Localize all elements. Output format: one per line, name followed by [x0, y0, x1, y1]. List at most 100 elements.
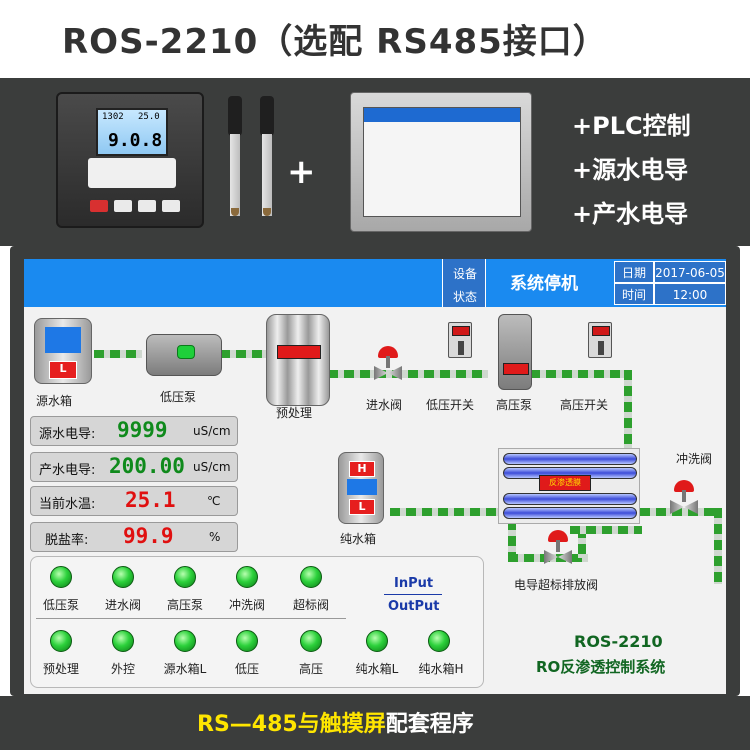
- output-led-high-pump: [174, 566, 196, 588]
- output-led-inlet-valve: [112, 566, 134, 588]
- readout-label: 当前水温:: [39, 497, 96, 512]
- output-label: 低压泵: [42, 598, 79, 612]
- date-label: 日期: [614, 261, 654, 283]
- pipe: [578, 528, 586, 558]
- readout-label: 产水电导:: [39, 463, 96, 478]
- hmi-header: [24, 259, 726, 307]
- tank-low-indicator: L: [349, 499, 375, 515]
- controller-button: [114, 200, 132, 212]
- pure-water-tank: H L: [338, 452, 384, 524]
- product-conductivity-readout: 产水电导: 200.00 uS/cm: [30, 452, 238, 482]
- pipe: [714, 508, 722, 584]
- input-led-pretreatment: [50, 630, 72, 652]
- output-label: 冲洗阀: [228, 598, 265, 612]
- readout-unit: uS/cm: [193, 460, 231, 474]
- inlet-valve: [374, 346, 402, 382]
- touchscreen-preview: [363, 107, 521, 217]
- readout-label: 脱盐率:: [45, 533, 89, 548]
- readout-value: 25.1: [125, 488, 176, 512]
- flush-valve: [670, 480, 698, 516]
- ro-membrane-bank: 反渗透膜: [498, 448, 640, 524]
- high-pressure-pump: [498, 314, 532, 390]
- readout-value: 9999: [117, 418, 168, 442]
- pipe: [328, 370, 488, 378]
- pipe: [530, 370, 630, 378]
- time-value: 12:00: [654, 283, 726, 305]
- lcd-main-value: 9.0.8: [108, 130, 163, 151]
- pipe: [390, 508, 500, 516]
- feature-product-conductivity: +产水电导: [572, 200, 689, 228]
- readout-unit: ℃: [207, 494, 221, 508]
- pretreatment-label: 预处理: [276, 406, 313, 420]
- tank-high-indicator: H: [349, 461, 375, 477]
- source-tank-label: 源水箱: [36, 394, 73, 408]
- device-status-label: 设备 状态: [442, 259, 486, 307]
- pretreatment-alarm: [277, 345, 321, 359]
- plus-sign: +: [287, 152, 316, 192]
- low-pump-label: 低压泵: [160, 390, 197, 404]
- controller-device: 1302 25.0 9.0.8: [56, 92, 204, 228]
- system-model: ROS-2210: [574, 632, 663, 651]
- readout-value: 99.9: [123, 524, 174, 548]
- controller-button: [162, 200, 180, 212]
- caption-rest: 配套程序: [385, 712, 474, 737]
- input-label: 高压: [298, 662, 323, 676]
- ro-membrane-alarm: 反渗透膜: [539, 475, 591, 491]
- low-pressure-pump: [146, 334, 222, 376]
- input-led-source-tank-low: [174, 630, 196, 652]
- pipe: [640, 508, 722, 516]
- ro-tube: [503, 453, 637, 465]
- io-input-label: InPut: [394, 576, 434, 591]
- device-status-label-line2: 状态: [452, 290, 477, 304]
- device-status-label-line1: 设备: [452, 267, 477, 281]
- low-switch-label: 低压开关: [426, 398, 475, 412]
- bottom-caption: RS—485与触摸屏配套程序: [197, 706, 474, 738]
- water-temperature-readout: 当前水温: 25.1 ℃: [30, 486, 238, 516]
- input-label: 低压: [234, 662, 259, 676]
- pipe: [220, 350, 268, 358]
- pipe: [508, 520, 516, 556]
- controller-indicator-panel: [88, 158, 176, 188]
- inlet-valve-label: 进水阀: [366, 398, 403, 412]
- input-led-high-pressure: [300, 630, 322, 652]
- pipe: [624, 370, 632, 450]
- input-label: 预处理: [42, 662, 79, 676]
- pump-alarm: [503, 363, 529, 375]
- high-pump-label: 高压泵: [496, 398, 533, 412]
- controller-lcd: 1302 25.0 9.0.8: [96, 108, 168, 156]
- divider: [36, 618, 346, 619]
- tank-level: [45, 327, 81, 353]
- lcd-line1: 1302: [102, 112, 124, 122]
- desalination-rate-readout: 脱盐率: 99.9 %: [30, 522, 238, 552]
- output-label: 高压泵: [166, 598, 203, 612]
- output-led-flush-valve: [236, 566, 258, 588]
- pipe: [570, 526, 642, 534]
- low-pressure-switch: [448, 322, 472, 358]
- source-tank: L: [34, 318, 92, 384]
- output-led-low-pump: [50, 566, 72, 588]
- high-switch-label: 高压开关: [560, 398, 609, 412]
- input-led-pure-tank-low: [366, 630, 388, 652]
- feature-plc: +PLC控制: [572, 112, 691, 140]
- conductivity-probe: [226, 96, 244, 216]
- controller-button: [138, 200, 156, 212]
- feature-source-conductivity: +源水电导: [572, 156, 689, 184]
- conductivity-probe: [258, 96, 276, 216]
- input-label: 纯水箱L: [355, 662, 399, 676]
- readout-unit: uS/cm: [193, 424, 231, 438]
- drain-valve: [544, 530, 572, 566]
- output-label: 超标阀: [292, 598, 329, 612]
- input-label: 外控: [110, 662, 135, 676]
- input-led-external: [112, 630, 134, 652]
- bottom-band: [0, 696, 750, 750]
- flush-valve-label: 冲洗阀: [676, 452, 713, 466]
- ro-tube: [503, 507, 637, 519]
- tank-low-indicator: L: [49, 361, 77, 379]
- date-value: 2017-06-05: [654, 261, 726, 283]
- lcd-line2: 25.0: [138, 112, 160, 122]
- drain-valve-label: 电导超标排放阀: [514, 578, 599, 592]
- pipe: [94, 350, 142, 358]
- readout-label: 源水电导:: [39, 427, 96, 442]
- io-divider: [384, 594, 442, 595]
- input-label: 纯水箱H: [418, 662, 464, 676]
